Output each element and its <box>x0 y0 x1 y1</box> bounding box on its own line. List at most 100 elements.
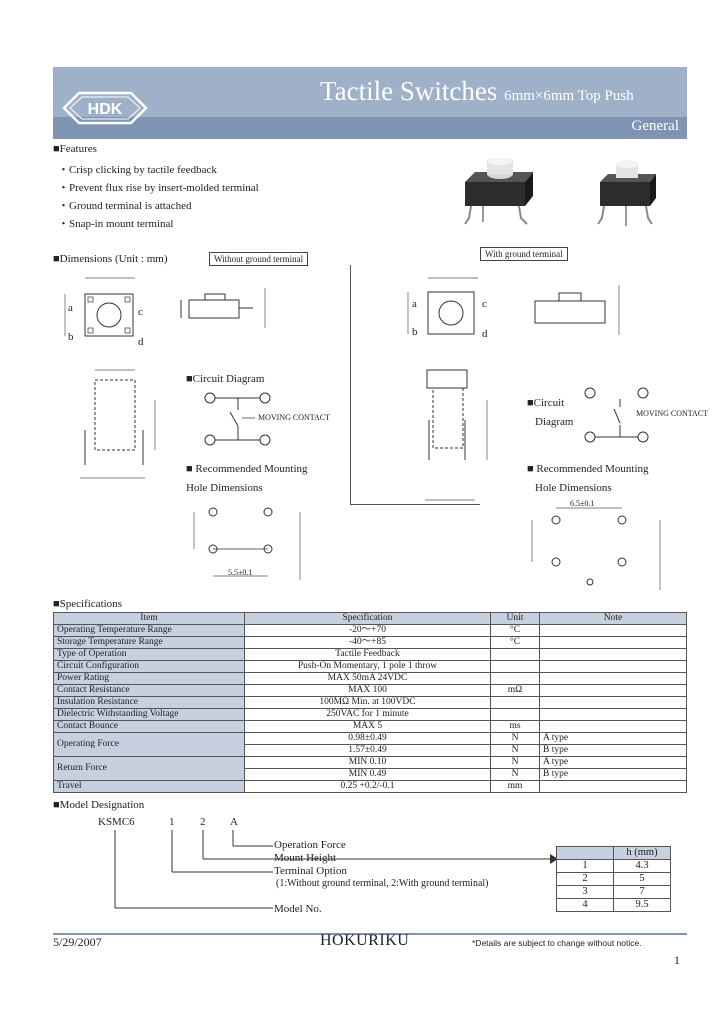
spec-value: 250VAC for 1 minute <box>244 708 491 721</box>
feature-item: ・Snap-in mount terminal <box>58 218 174 230</box>
model-code-terminal: 1 <box>169 816 175 828</box>
switch-photo-with-ground <box>597 160 656 226</box>
height-code: 3 <box>556 885 614 899</box>
spec-note <box>539 720 687 733</box>
spec-value: 0.25 +0.2/-0.1 <box>244 780 491 793</box>
hdk-logo: HDK <box>62 91 148 125</box>
feature-item: ・Crisp clicking by tactile feedback <box>58 164 217 176</box>
header-subband <box>53 117 687 139</box>
spec-item: Power Rating <box>53 672 245 685</box>
footer-company: HOKURIKU <box>320 932 410 949</box>
pin-label-c: c <box>138 306 143 318</box>
table-header-row: Item Specification Unit Note <box>53 612 687 625</box>
feature-item: ・Ground terminal is attached <box>58 200 192 212</box>
model-label-height: Mount Height <box>274 852 337 864</box>
top-view-drawing-right <box>407 277 478 335</box>
svg-text:HDK: HDK <box>88 101 123 118</box>
column-header: Unit <box>490 612 540 625</box>
side-view-drawing-left <box>180 288 266 328</box>
spec-value: -20～+70 <box>244 624 491 637</box>
column-header: h (mm) <box>613 846 671 860</box>
spec-item: Insulation Resistance <box>53 696 245 709</box>
features-heading: ■Features <box>53 143 97 155</box>
spec-unit: N <box>490 768 540 781</box>
spec-note <box>539 684 687 697</box>
spec-unit: N <box>490 744 540 757</box>
spec-unit <box>490 696 540 709</box>
mounting-holes-left <box>193 507 301 580</box>
spec-value: Tactile Feedback <box>244 648 491 661</box>
mounting-dim-right: 6.5±0.1 <box>570 499 595 508</box>
model-code-force: A <box>230 816 238 828</box>
spec-note <box>539 672 687 685</box>
without-ground-label: Without ground terminal <box>209 252 309 266</box>
circuit-heading-right: ■Circuit <box>527 397 565 409</box>
model-code-height: 2 <box>200 816 206 828</box>
top-view-drawing-left <box>64 277 135 337</box>
page-number: 1 <box>674 953 680 967</box>
height-value: 5 <box>613 872 671 886</box>
moving-contact-label-left: MOVING CONTACT <box>258 413 331 422</box>
spec-value: Push-On Momentary, 1 pole 1 throw <box>244 660 491 673</box>
model-label-number: Model No. <box>274 903 322 915</box>
footer-note: *Details are subject to change without n… <box>472 938 642 948</box>
spec-value: MIN 0.10 <box>244 756 491 769</box>
spec-item: Travel <box>53 780 245 793</box>
pin-label-b: b <box>68 331 74 343</box>
circuit-diagram-left <box>204 392 271 446</box>
spec-value: -40～+85 <box>244 636 491 649</box>
footer-date: 5/29/2007 <box>53 935 102 949</box>
spec-item: Circuit Configuration <box>53 660 245 673</box>
spec-unit: mm <box>490 780 540 793</box>
category-label: General <box>631 118 679 134</box>
mounting-holes-right <box>531 507 661 590</box>
spec-value: 1.57±0.49 <box>244 744 491 757</box>
model-label-terminal: Terminal Option <box>274 865 347 877</box>
pin-label-a: a <box>68 302 73 314</box>
spec-item: Operating Force <box>53 732 245 757</box>
spec-unit <box>490 648 540 661</box>
height-code: 1 <box>556 859 614 873</box>
feature-item: ・Prevent flux rise by insert-molded term… <box>58 182 259 194</box>
spec-item: Storage Temperature Range <box>53 636 245 649</box>
column-header <box>556 846 614 860</box>
spec-note: B type <box>539 768 687 781</box>
spec-value: 0.98±0.49 <box>244 732 491 745</box>
front-view-drawing-right <box>425 369 488 501</box>
mounting-heading-right: ■ Recommended Mounting <box>527 463 649 475</box>
spec-unit: N <box>490 756 540 769</box>
spec-unit <box>490 672 540 685</box>
dimensions-heading: ■Dimensions (Unit : mm) <box>53 253 168 265</box>
spec-note: B type <box>539 744 687 757</box>
table-row: Storage Temperature Range-40～+85°C <box>53 636 687 649</box>
circuit-diagram-right <box>584 387 649 443</box>
pin-label-c-right: c <box>482 298 487 310</box>
moving-contact-label-right: MOVING CONTACT <box>636 409 709 418</box>
specifications-table: Item Specification Unit Note Operating T… <box>53 612 687 793</box>
spec-item: Operating Temperature Range <box>53 624 245 637</box>
page-subtitle: 6mm×6mm Top Push <box>504 88 634 104</box>
front-view-drawing-left <box>80 369 156 479</box>
model-label-terminal-options: (1:Without ground terminal, 2:With groun… <box>276 878 489 889</box>
with-ground-label: With ground terminal <box>480 247 568 261</box>
spec-note: A type <box>539 732 687 745</box>
spec-note <box>539 780 687 793</box>
model-label-force: Operation Force <box>274 839 346 851</box>
model-heading: ■Model Designation <box>53 799 145 811</box>
spec-unit <box>490 708 540 721</box>
footer-divider <box>53 933 687 935</box>
height-code: 4 <box>556 898 614 912</box>
